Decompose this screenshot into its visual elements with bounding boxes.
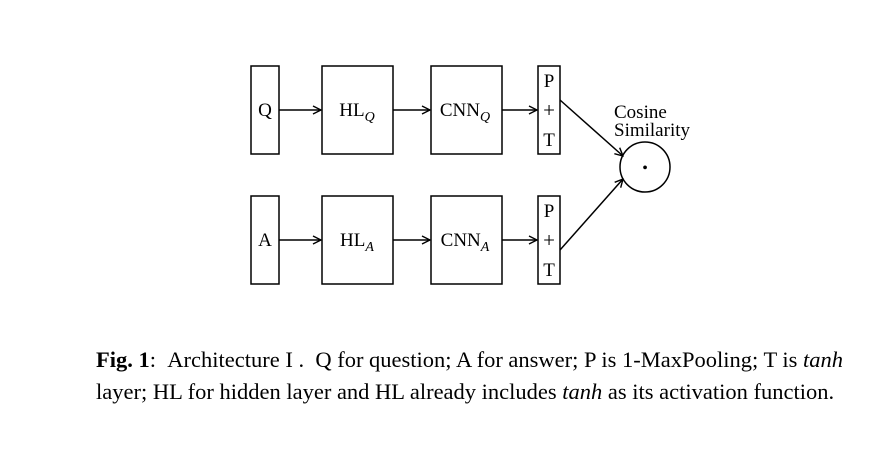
figure-label: Fig. 1 [96,347,150,372]
cosine-dot-symbol: • [642,160,648,177]
pool-a-t-label: T [543,260,555,281]
answer-input-label: A [258,230,272,251]
hidden-layer-q-label: HLQ [339,100,374,125]
cnn-a-label: CNNA [441,230,490,255]
pool-q-p-label: P [544,71,555,92]
figure-caption: Fig. 1: Architecture I . Q for question;… [96,344,876,407]
pool-q-t-label: T [543,130,555,151]
cosine-similarity-node [619,141,671,193]
pool-tanh-q-box [537,65,561,155]
pool-q-plus-label: + [543,98,555,122]
caption-colon: : [149,347,157,372]
question-input-label: Q [258,100,272,121]
pool-tanh-a-box [537,195,561,285]
hidden-layer-a-label: HLA [340,230,374,255]
cosine-label-line2: Similarity [614,120,691,141]
cosine-label-line1: Cosine [614,102,667,123]
pool-a-p-label: P [544,201,555,222]
caption-title: Architecture I . [167,347,305,372]
cnn-q-label: CNNQ [440,100,490,125]
arrow-ptq-to-cosine [559,99,623,156]
arrow-pta-to-cosine [559,179,623,251]
architecture-diagram: Q HLQ CNNQ P + T A HLA CNNA P + T • Cosi… [250,65,691,285]
caption-tanh-2: tanh [562,378,603,404]
caption-text-1: Q for question; A for answer; P is 1-Max… [315,347,804,372]
pool-a-plus-label: + [543,228,555,252]
caption-tanh-1: tanh [803,347,844,372]
caption-text-2: layer; HL for hidden layer and HL alread… [96,378,563,404]
caption-text-3: as its activation function. [602,378,835,404]
